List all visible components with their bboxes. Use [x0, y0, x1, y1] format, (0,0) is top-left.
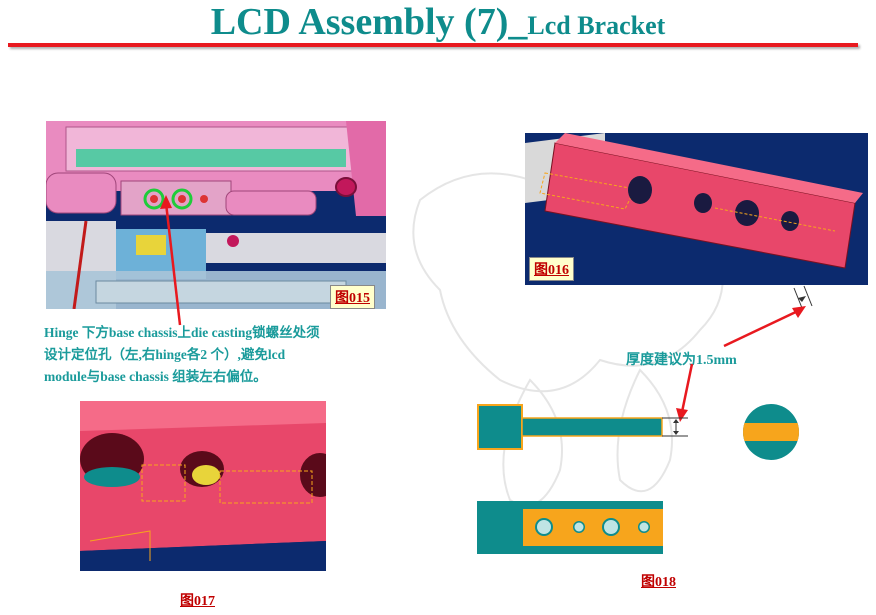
figure-018-top-view: [477, 501, 663, 554]
figure-018-section-view: [743, 404, 799, 460]
bracket-render: [525, 133, 868, 285]
thickness-dimension: [793, 285, 813, 309]
note-line-3: module与base chassis 组装左右偏位。: [44, 369, 267, 384]
figure-017-image: [80, 401, 326, 571]
figure-018-label: 图018: [641, 575, 676, 590]
figure-017-label: 图017: [180, 594, 215, 609]
closeup-render: [80, 401, 326, 571]
figure-016-label: 图016: [529, 257, 574, 281]
note-line-2: 设计定位孔（左,右hinge各2 个）,避免lcd: [44, 347, 286, 362]
figure-016-image: 图016: [525, 133, 868, 285]
hinge-render: [46, 121, 386, 309]
page-title: LCD Assembly (7)_Lcd Bracket: [0, 0, 876, 44]
figure-018-side-view: [477, 404, 688, 450]
thickness-note: 厚度建议为1.5mm: [626, 353, 737, 368]
figure-015-image: 图015: [46, 121, 386, 309]
design-note: Hinge 下方base chassis上die casting锁螺丝处须 设计…: [44, 322, 424, 388]
title-underline: [8, 43, 858, 47]
figure-015-label: 图015: [330, 285, 375, 309]
title-main: LCD Assembly (7)_: [210, 1, 528, 43]
thickness-arrow: [723, 306, 806, 348]
title-sub: Lcd Bracket: [527, 11, 666, 40]
note-line-1: Hinge 下方base chassis上die casting锁螺丝处须: [44, 325, 320, 340]
note-arrow: [160, 195, 182, 326]
